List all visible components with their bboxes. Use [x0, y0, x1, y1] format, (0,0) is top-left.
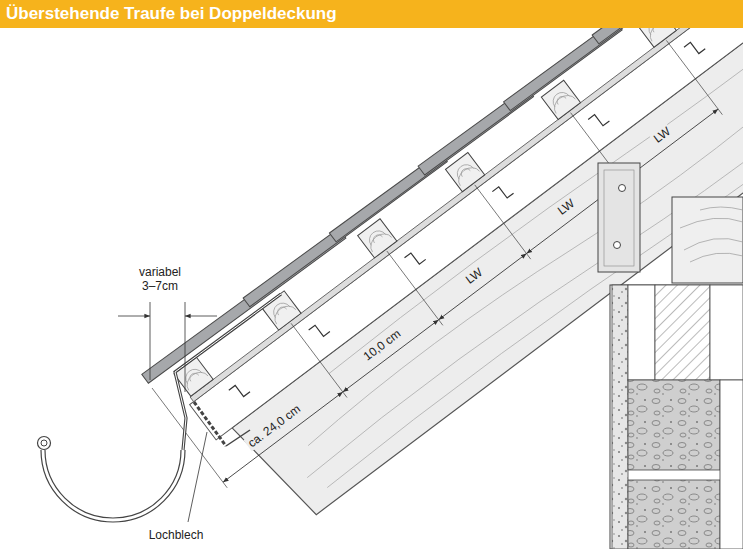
gutter [38, 437, 186, 523]
battens [174, 0, 743, 396]
title: Überstehende Traufe bei Doppeldeckung [0, 0, 743, 24]
z-clips [229, 0, 743, 401]
leader-line [188, 432, 207, 522]
dimension-label: variabel 3–7cm [129, 265, 191, 293]
dimension-label: LW [553, 195, 578, 219]
roof-buildup [142, 0, 743, 548]
roof-tiles [142, 0, 743, 386]
dimension-label: LW [461, 264, 486, 288]
dimension-label: LW [649, 123, 674, 147]
dimension-label: ca. 24,0 cm [243, 401, 304, 452]
wall-plate [672, 197, 743, 283]
dimension-label: 10,0 cm [359, 325, 405, 364]
angle-bracket [598, 163, 640, 272]
counter-batten-layer [190, 0, 743, 440]
perforated-sheet [194, 402, 250, 446]
board [190, 0, 743, 402]
title-band: Überstehende Traufe bei Doppeldeckung [0, 0, 743, 28]
extension-lines [152, 15, 722, 488]
overhang-dimension [118, 302, 217, 392]
wall [610, 285, 743, 549]
part-label: Lochblech [147, 528, 206, 542]
